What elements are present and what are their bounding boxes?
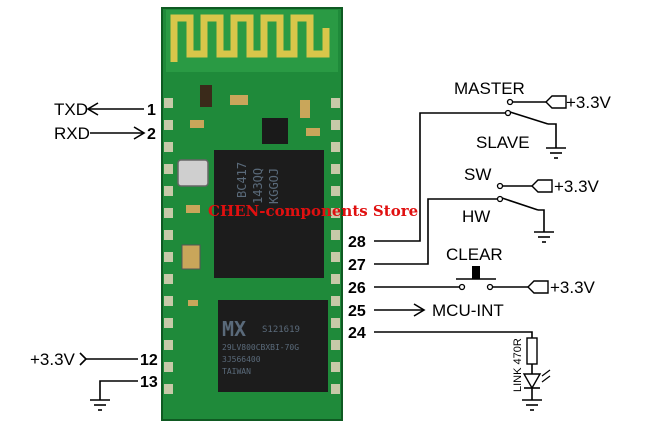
ground-icon bbox=[90, 399, 110, 411]
mcu-int-line: MCU-INT bbox=[374, 301, 504, 320]
bluetooth-module: BC417 143QQ KGGOJ MX S121619 29LV800CBXB… bbox=[161, 7, 343, 421]
smd-components bbox=[181, 85, 320, 306]
ground-icon bbox=[534, 231, 554, 243]
link-resistor-label: LINK 470R bbox=[512, 338, 524, 392]
crystal-oscillator bbox=[177, 159, 209, 187]
vcc-clear-label: +3.3V bbox=[550, 278, 596, 297]
vcc-master-label: +3.3V bbox=[566, 93, 612, 112]
pin-27-number: 27 bbox=[348, 257, 366, 274]
sw-hw-switch: SW HW +3.3V bbox=[374, 165, 600, 265]
link-led-circuit: LINK 470R bbox=[374, 331, 551, 411]
ground-icon bbox=[546, 147, 566, 159]
pin-rxd: RXD 2 bbox=[54, 124, 156, 143]
right-pads bbox=[331, 98, 340, 394]
hw-label: HW bbox=[462, 207, 490, 226]
chip-top-line-3: KGGOJ bbox=[267, 168, 281, 204]
arrow-left-icon bbox=[86, 102, 99, 116]
master-slave-switch: MASTER SLAVE +3.3V bbox=[374, 79, 612, 242]
pin-2-number: 2 bbox=[147, 126, 156, 143]
clear-button-circuit: CLEAR +3.3V bbox=[374, 245, 596, 297]
slave-label: SLAVE bbox=[476, 133, 530, 152]
pin-25-number: 25 bbox=[348, 303, 366, 320]
pushbutton-icon bbox=[472, 266, 480, 279]
chip-top-line-1: BC417 bbox=[235, 162, 249, 198]
watermark-text: CHEN-components Store bbox=[208, 202, 418, 220]
vcc-left-label: +3.3V bbox=[30, 350, 76, 369]
chip-bottom-line-3: 3J566400 bbox=[222, 355, 261, 364]
chip-bottom-line-2: 29LV800CBXBI-70G bbox=[222, 343, 299, 352]
led-icon bbox=[522, 369, 551, 390]
pin-13-number: 13 bbox=[140, 374, 158, 391]
vcc-terminal-icon bbox=[527, 280, 549, 294]
vcc-sw-label: +3.3V bbox=[554, 177, 600, 196]
pin-txd: TXD 1 bbox=[54, 100, 156, 119]
resistor-icon bbox=[526, 337, 538, 365]
pin-12-number: 12 bbox=[140, 352, 158, 369]
arrow-right-icon bbox=[79, 352, 88, 366]
vcc-terminal-icon bbox=[531, 179, 553, 193]
arrow-right-icon bbox=[133, 126, 146, 140]
vcc-terminal-icon bbox=[545, 95, 567, 109]
txd-label: TXD bbox=[54, 100, 88, 119]
sw-label: SW bbox=[464, 165, 491, 184]
pin-26-number: 26 bbox=[348, 280, 366, 297]
chip-top-line-2: 143QQ bbox=[251, 168, 265, 204]
bc417-chip bbox=[214, 150, 324, 278]
pin-vcc: +3.3V 12 bbox=[30, 350, 158, 369]
clear-label: CLEAR bbox=[446, 245, 503, 264]
chip-bottom-line-1: S121619 bbox=[262, 325, 300, 335]
arrow-right-icon bbox=[413, 303, 426, 317]
master-label: MASTER bbox=[454, 79, 525, 98]
rxd-label: RXD bbox=[54, 124, 90, 143]
pin-1-number: 1 bbox=[147, 102, 156, 119]
pin-24-number: 24 bbox=[348, 325, 366, 342]
pin-28-number: 28 bbox=[348, 234, 366, 251]
antenna-trace bbox=[170, 14, 330, 62]
chip-mx-logo: MX bbox=[222, 317, 246, 341]
mx-flash-chip bbox=[218, 300, 328, 392]
pin-gnd: 13 bbox=[90, 374, 158, 411]
left-pads bbox=[164, 98, 173, 394]
chip-bottom-line-4: TAIWAN bbox=[222, 367, 251, 376]
ground-icon bbox=[522, 399, 542, 411]
mcu-int-label: MCU-INT bbox=[432, 301, 504, 320]
